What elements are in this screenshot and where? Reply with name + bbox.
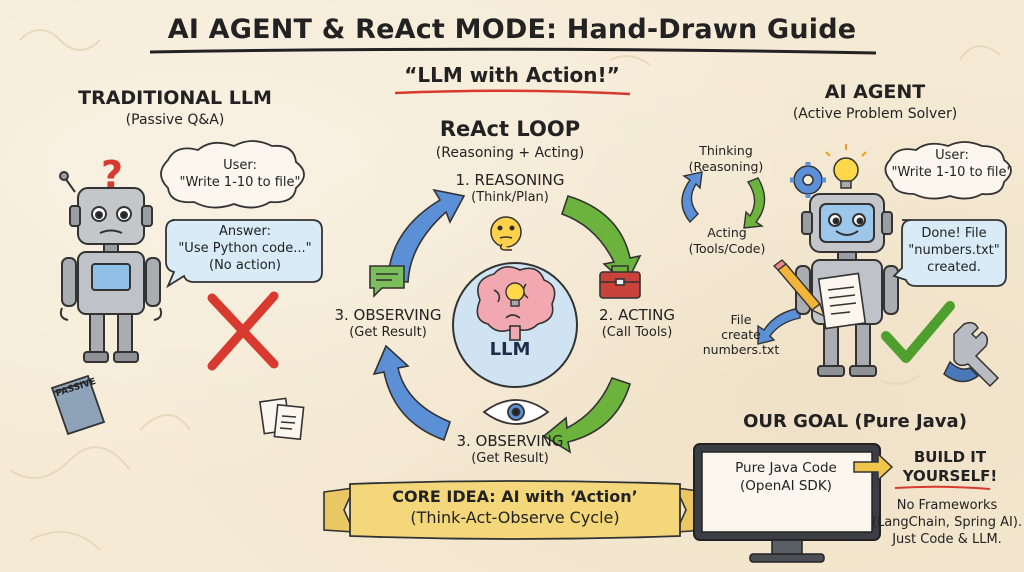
toolbox-icon: [599, 265, 641, 299]
build-line-1: BUILD IT: [913, 448, 987, 466]
user-bubble-line-2: "Write 1-10 to file": [179, 175, 301, 190]
wrench-icon: [943, 321, 1000, 388]
traditional-subheading: (Passive Q&A): [125, 112, 225, 128]
traditional-illustration: ?: [50, 153, 305, 441]
subtitle-underline: [394, 89, 631, 96]
acting-label: Acting: [707, 225, 747, 240]
monitor-screen-text: Pure Java Code (OpenAI SDK): [706, 460, 866, 495]
thinking-label: Thinking: [699, 143, 753, 158]
svg-text:?: ?: [101, 153, 123, 197]
file-note-line-1: File: [730, 312, 752, 327]
agent-subheading: (Active Problem Solver): [792, 106, 958, 122]
agent-user-bubble-line-2: "Write 1-10 to file": [891, 165, 1013, 180]
file-note-line-3: numbers.txt: [702, 342, 780, 357]
page-title: AI AGENT & ReAct MODE: Hand-Drawn Guide: [167, 14, 857, 45]
step-acting-sub: (Call Tools): [601, 325, 673, 340]
thinking-face-icon: [490, 216, 522, 251]
no-frameworks-note: No Frameworks (LangChain, Spring AI). Ju…: [862, 498, 1024, 549]
agent-user-bubble-line-1: User:: [935, 148, 969, 163]
core-idea-line-2: (Think-Act-Observe Cycle): [410, 507, 620, 527]
react-loop-diagram: [369, 188, 642, 454]
step-reasoning-sub: (Think/Plan): [471, 190, 549, 205]
step-observing-left-label: 3. OBSERVING: [334, 306, 442, 324]
arrow-icon: [853, 452, 894, 482]
question-mark-icon: ?: [101, 153, 123, 197]
user-thought-bubble: [160, 140, 305, 209]
build-line-2: YOURSELF!: [902, 466, 998, 485]
step-observing-bottom-label: 3. OBSERVING: [456, 432, 564, 450]
answer-speech-bubble: [165, 219, 323, 289]
no-frameworks-line-2: (LangChain, Spring AI).: [871, 514, 1023, 530]
agent-bubbles: [884, 141, 1012, 287]
traditional-heading: TRADITIONAL LLM: [78, 87, 272, 109]
goal-heading: OUR GOAL (Pure Java): [743, 411, 967, 432]
build-underline: [894, 485, 991, 490]
loop-subheading: (Reasoning + Acting): [435, 145, 585, 161]
llm-label: LLM: [489, 339, 531, 360]
step-acting-label: 2. ACTING: [599, 306, 675, 324]
done-bubble-line-2: "numbers.txt": [908, 243, 1000, 258]
documents-icon: [258, 397, 305, 441]
step-observing-bottom-sub: (Get Result): [471, 451, 549, 466]
arrow-icon: [681, 171, 801, 345]
gear-icon: [790, 162, 826, 198]
agent-heading: AI AGENT: [824, 81, 926, 103]
title-underline: [149, 47, 877, 55]
core-idea-text: CORE IDEA: AI with ‘Action’ (Think-Act-O…: [360, 487, 670, 529]
agent-user-thought-bubble: [884, 141, 1012, 200]
lightbulb-icon: [505, 282, 525, 307]
file-note-line-2: create: [721, 327, 761, 342]
arrow-icon: [372, 188, 642, 454]
loop-heading: ReAct LOOP: [439, 117, 581, 141]
book-icon: [50, 374, 106, 436]
user-bubble-line-1: User:: [223, 158, 257, 173]
eye-icon: [482, 399, 550, 425]
no-frameworks-line-1: No Frameworks: [896, 498, 998, 513]
robot-icon: [59, 171, 163, 363]
screen-line-1: Pure Java Code: [735, 460, 837, 476]
monitor-icon: [693, 443, 881, 563]
core-idea-line-1: CORE IDEA: AI with ‘Action’: [392, 487, 638, 506]
step-reasoning-label: 1. REASONING: [455, 171, 565, 189]
pencil-icon: [772, 259, 826, 318]
thinking-sub: (Reasoning): [688, 159, 764, 174]
acting-sub: (Tools/Code): [688, 241, 766, 256]
no-frameworks-line-3: Just Code & LLM.: [892, 531, 1002, 547]
chat-icon: [369, 265, 405, 298]
lightbulb-icon: [825, 144, 867, 189]
traditional-bubbles: [160, 140, 323, 289]
answer-bubble-line-2: "Use Python code...": [178, 241, 312, 256]
cross-icon: [207, 291, 279, 371]
screen-line-2: (OpenAI SDK): [740, 477, 832, 494]
done-bubble-line-1: Done! File: [921, 226, 987, 241]
page-subtitle: “LLM with Action!”: [404, 63, 620, 87]
done-speech-bubble: [892, 219, 1007, 287]
build-it-yourself: BUILD IT YOURSELF!: [880, 448, 1020, 486]
notepad-icon: [817, 272, 867, 330]
step-observing-left-sub: (Get Result): [349, 325, 427, 340]
agent-illustration: [681, 144, 1000, 388]
answer-bubble-line-1: Answer:: [218, 224, 272, 239]
checkmark-icon: [881, 301, 955, 363]
done-bubble-line-3: created.: [927, 260, 981, 275]
answer-bubble-line-3: (No action): [209, 258, 281, 273]
